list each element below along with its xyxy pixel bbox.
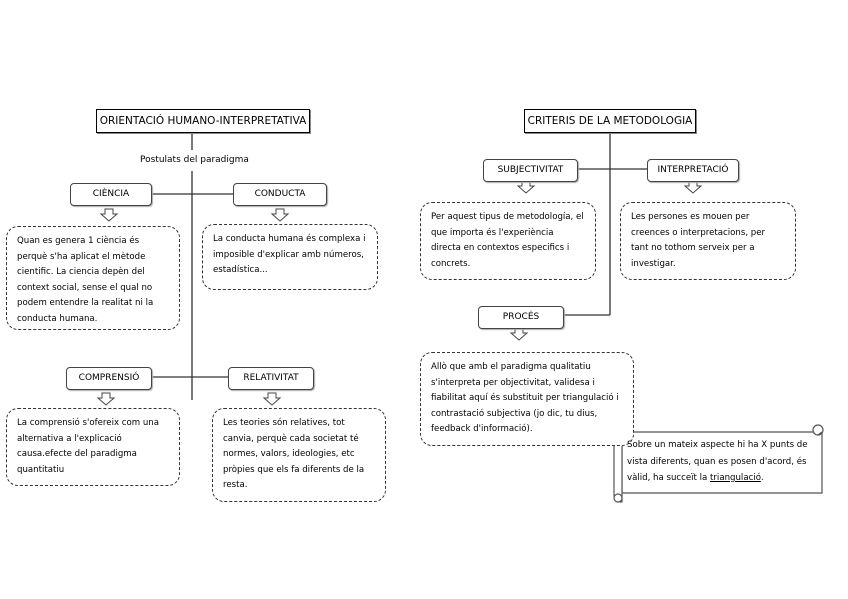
scroll-text: Sobre un mateix aspecte hi ha X punts de… — [627, 440, 808, 483]
right-title: CRITERIS DE LA METODOLOGIA — [524, 109, 696, 133]
node-subjectivitat: SUBJECTIVITAT — [483, 159, 578, 182]
triangulacio-term: triangulació — [710, 473, 761, 483]
node-interpretacio: INTERPRETACIÓ — [647, 159, 739, 182]
note-conducta: La conducta humana és complexa i imposib… — [202, 224, 378, 290]
note-subjectivitat: Per aquest tipus de metodología, el que … — [420, 202, 596, 280]
node-proces: PROCÉS — [478, 306, 564, 329]
note-ciencia: Quan es genera 1 ciència és perquè s'ha … — [6, 226, 180, 330]
scroll-note: Sobre un mateix aspecte hi ha X punts de… — [627, 437, 817, 487]
node-comprensio: COMPRENSIÓ — [66, 367, 152, 390]
note-comprensio: La comprensió s'ofereix com una alternat… — [6, 408, 180, 486]
scroll-suffix: . — [760, 473, 764, 483]
node-relativitat: RELATIVITAT — [228, 367, 314, 390]
note-interpretacio: Les persones es mouen per creences o int… — [620, 202, 796, 280]
node-ciencia: CIÈNCIA — [70, 183, 152, 206]
note-proces: Allò que amb el paradigma qualitatiu s'i… — [420, 352, 634, 446]
left-title: ORIENTACIÓ HUMANO-INTERPRETATIVA — [96, 109, 310, 133]
scroll-shape — [613, 424, 824, 503]
node-conducta: CONDUCTA — [233, 183, 327, 206]
note-relativitat: Les teories són relatives, tot canvia, p… — [212, 408, 386, 502]
postulats-label: Postulats del paradigma — [140, 155, 249, 165]
